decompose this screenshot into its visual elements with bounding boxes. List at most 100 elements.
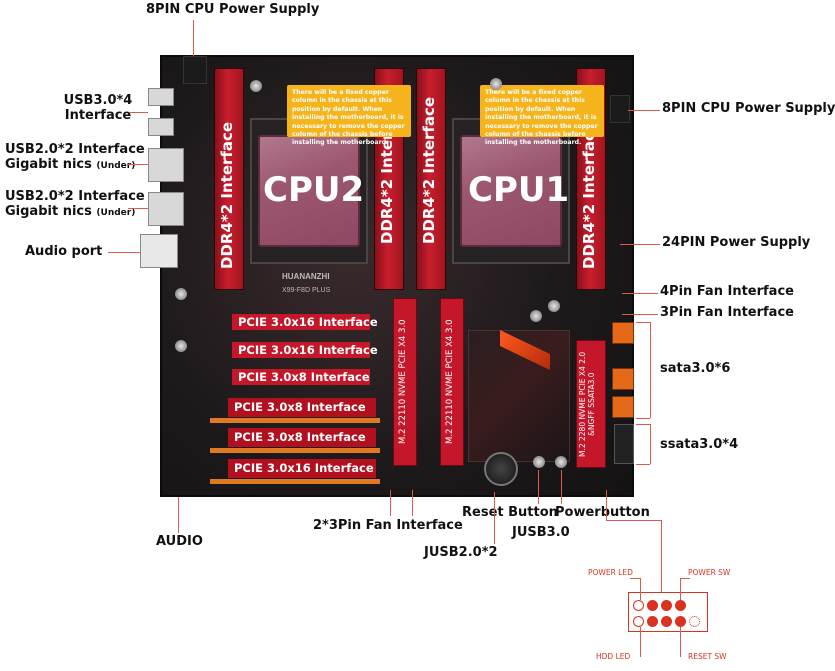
pin-empty (689, 616, 700, 627)
leader-line (680, 578, 681, 600)
callout-power-button: Powerbutton (555, 505, 650, 520)
lan-usb2-port-b (148, 192, 184, 226)
cpu2-label: CPU2 (263, 170, 365, 210)
dimm-label-cpu1-right: DDR4*2 Interface (580, 121, 598, 269)
leader-line (128, 208, 148, 209)
dimm-slot-cpu2-left (214, 68, 244, 290)
leader-line (636, 418, 650, 419)
leader-line (538, 470, 539, 504)
leader-line (130, 112, 148, 113)
pin-power-led-plus (633, 600, 644, 611)
leader-line (628, 110, 660, 111)
leader-line (636, 322, 650, 323)
leader-line (680, 578, 690, 579)
pcie-slot-2: PCIE 3.0x16 Interface (232, 342, 378, 358)
ssata-ports (614, 424, 634, 464)
leader-line (561, 470, 562, 504)
pcie-slot-1: PCIE 3.0x16 Interface (232, 314, 378, 330)
callout-usb2-b: USB2.0*2 Interface Gigabit nics (Under) (5, 189, 145, 220)
pin-power-sw-2 (675, 600, 686, 611)
leader-line (622, 314, 658, 315)
lan-usb2-port-a (148, 148, 184, 182)
callout-usb2-a-text: USB2.0*2 Interface (5, 142, 145, 157)
m2-slot-1 (393, 298, 417, 466)
pin-power-led-minus (647, 600, 658, 611)
leader-line (620, 244, 660, 245)
dimm-label-cpu1-left: DDR4*2 Interface (420, 96, 438, 244)
pin-reset-sw-1 (661, 616, 672, 627)
pin-label-reset-sw: RESET SW (688, 652, 727, 661)
callout-ssata: ssata3.0*4 (660, 437, 739, 452)
pin-reset-sw-2 (675, 616, 686, 627)
callout-jusb3: JUSB3.0 (512, 525, 570, 540)
leader-bracket (650, 424, 651, 464)
leader-line (412, 490, 413, 516)
leader-line (622, 293, 658, 294)
leader-line (178, 497, 179, 533)
dimm-label-cpu2-left: DDR4*2 Interface (218, 121, 236, 269)
leader-line (640, 578, 641, 600)
capacitor (175, 340, 187, 352)
pcie-slot-4: PCIE 3.0x8 Interface (228, 398, 376, 417)
capacitor (548, 300, 560, 312)
callout-under-b-text: (Under) (96, 207, 136, 218)
callout-gigabit-b-text: Gigabit nics (5, 203, 92, 219)
leader-bracket (650, 322, 651, 418)
leader-line (661, 520, 662, 593)
leader-line (108, 252, 140, 253)
cpu-power-connector-right (610, 95, 630, 123)
leader-line (636, 464, 650, 465)
pcie-slot-3: PCIE 3.0x8 Interface (232, 369, 370, 385)
power-button-knob (555, 456, 567, 468)
leader-line (680, 627, 681, 657)
leader-line (606, 490, 607, 520)
sata-port-3 (612, 396, 634, 418)
leader-line (636, 424, 650, 425)
pcie-slot-6-rail (210, 479, 380, 484)
cmos-battery (484, 452, 518, 486)
callout-cpu-power-right: 8PIN CPU Power Supply (662, 101, 835, 116)
cpu2 (258, 135, 360, 247)
callout-usb2-a: USB2.0*2 Interface Gigabit nics (Under) (5, 142, 145, 173)
chipset-heatsink (468, 330, 570, 462)
callout-audio: AUDIO (156, 534, 203, 549)
callout-cpu-power-top: 8PIN CPU Power Supply (146, 2, 320, 17)
pin-label-power-led: POWER LED (588, 568, 633, 577)
capacitor (250, 80, 262, 92)
pin-hdd-led-minus (647, 616, 658, 627)
callout-sata: sata3.0*6 (660, 361, 731, 376)
audio-jack-block (140, 234, 178, 268)
pcie-slot-6: PCIE 3.0x16 Interface (228, 459, 376, 478)
pin-label-hdd-led: HDD LED (596, 652, 631, 661)
cpu-power-connector-top (183, 56, 207, 84)
capacitor (175, 288, 187, 300)
callout-usb3-text: USB3.0*4 Interface (63, 93, 133, 123)
dimm-slot-cpu1-left (416, 68, 446, 290)
pin-label-power-sw: POWER SW (688, 568, 731, 577)
callout-under-a-text: (Under) (96, 160, 136, 171)
m2-slot-3-label: M.2 2280 NVME PCIE X4 2.0 &NGFF SSATA3.0 (578, 351, 596, 457)
callout-fan-2x3pin: 2*3Pin Fan Interface (313, 518, 463, 533)
board-model: X99-F8D PLUS (282, 287, 331, 294)
callout-reset-button: Reset Button (462, 505, 558, 520)
brand-logo: HUANANZHI (282, 272, 330, 281)
pcie-slot-5-rail (210, 448, 380, 453)
leader-line (390, 490, 391, 516)
callout-usb3: USB3.0*4 Interface (63, 93, 133, 124)
pcie-slot-5: PCIE 3.0x8 Interface (228, 428, 376, 447)
pin-power-sw-1 (661, 600, 672, 611)
leader-line (494, 492, 495, 544)
m2-slot-1-label: M.2 22110 NVME PCIE X4 3.0 (398, 319, 408, 445)
pcie-slot-4-rail (210, 418, 380, 423)
sata-port-1 (612, 322, 634, 344)
leader-line (193, 20, 194, 56)
callout-jusb2: JUSB2.0*2 (424, 545, 498, 560)
callout-audio-port: Audio port (25, 244, 103, 259)
capacitor (490, 78, 502, 90)
usb3-port-2 (148, 118, 174, 136)
leader-line (630, 578, 640, 579)
capacitor (530, 310, 542, 322)
callout-gigabit-a-text: Gigabit nics (5, 156, 92, 172)
leader-line (128, 164, 148, 165)
leader-line (606, 520, 661, 521)
